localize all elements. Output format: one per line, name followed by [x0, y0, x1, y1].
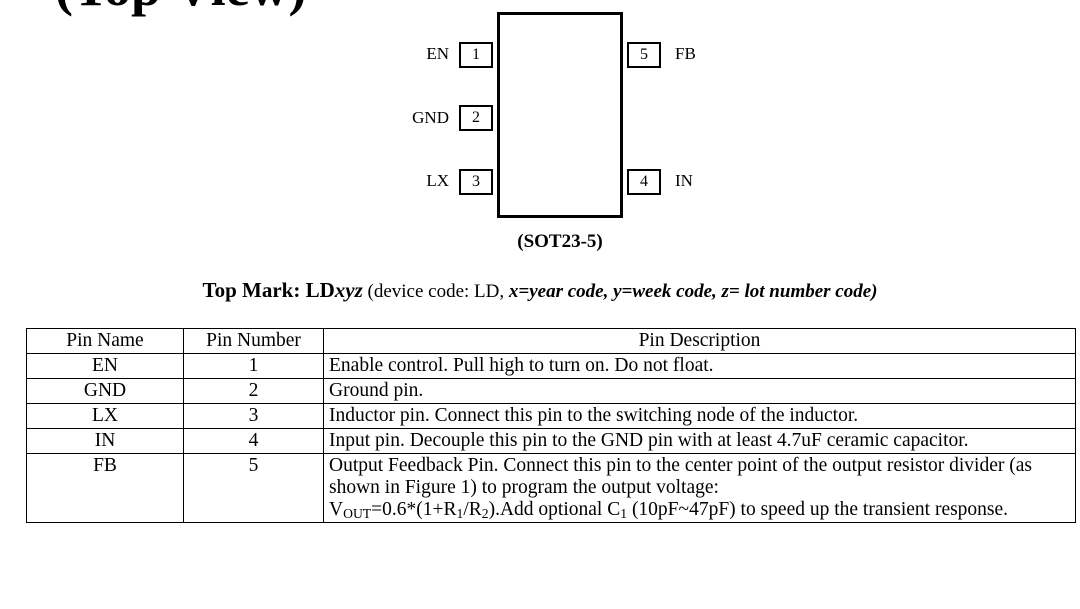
formula-slash: /R: [463, 499, 482, 520]
top-mark-y-desc: =week code,: [621, 281, 722, 302]
pin-name-cell: IN: [26, 428, 184, 454]
pin-description-cell: Output Feedback Pin. Connect this pin to…: [323, 453, 1076, 523]
formula-tail: ).Add optional C: [488, 499, 621, 520]
vout-formula: VOUT=0.6*(1+R1/R2).Add optional C1 (10pF…: [329, 499, 1008, 520]
pin-number-cell: 4: [183, 428, 324, 454]
formula-r1-sub: 1: [456, 506, 464, 521]
top-mark-z-desc: = lot number code): [728, 281, 878, 302]
formula-v: V: [329, 499, 344, 520]
top-mark-x-desc: =year code,: [518, 281, 614, 302]
formula-c-sub: 1: [620, 506, 628, 521]
top-mark-z: z: [721, 281, 729, 302]
table-row: IN 4 Input pin. Decouple this pin to the…: [26, 428, 1076, 454]
pin-label-lx: LX: [426, 171, 449, 190]
pin-name-cell: FB: [26, 453, 184, 523]
top-mark-label: Top Mark: LD: [202, 278, 335, 302]
formula-v-sub: OUT: [343, 506, 372, 521]
top-mark-y: y: [613, 281, 622, 302]
pin-label-in: IN: [675, 171, 693, 190]
top-mark-desc-start: (device code: LD,: [362, 281, 509, 302]
pin-box-3: 3: [459, 169, 493, 195]
formula-eq: =0.6*(1+R: [371, 499, 457, 520]
pin-description-cell: Input pin. Decouple this pin to the GND …: [323, 428, 1076, 454]
table-row: EN 1 Enable control. Pull high to turn o…: [26, 353, 1076, 379]
pin-name-cell: LX: [26, 403, 184, 429]
pin-label-en: EN: [426, 44, 449, 63]
pin-description-cell: Inductor pin. Connect this pin to the sw…: [323, 403, 1076, 429]
package-label: (SOT23-5): [517, 231, 603, 252]
table-row: FB 5 Output Feedback Pin. Connect this p…: [26, 453, 1076, 523]
pin-description-cell: Enable control. Pull high to turn on. Do…: [323, 353, 1076, 379]
pin-number-cell: 5: [183, 453, 324, 523]
table-row: LX 3 Inductor pin. Connect this pin to t…: [26, 403, 1076, 429]
pin-description-table: Pin Name Pin Number Pin Description EN 1…: [26, 328, 1076, 523]
pin-number-cell: 2: [183, 378, 324, 404]
pin-box-5: 5: [627, 42, 661, 68]
header-pin-number: Pin Number: [183, 328, 324, 354]
table-header-row: Pin Name Pin Number Pin Description: [26, 328, 1076, 354]
pin-number-cell: 1: [183, 353, 324, 379]
pin-number-cell: 3: [183, 403, 324, 429]
pin-box-4: 4: [627, 169, 661, 195]
pin-box-2: 2: [459, 105, 493, 131]
top-mark-code: xyz: [334, 278, 363, 302]
pin-name-cell: EN: [26, 353, 184, 379]
top-mark-x: x: [508, 281, 519, 302]
table-row: GND 2 Ground pin.: [26, 378, 1076, 404]
fb-description-lead: Output Feedback Pin. Connect this pin to…: [329, 455, 1032, 498]
formula-end: (10pF~47pF) to speed up the transient re…: [627, 499, 1009, 520]
top-mark-line: Top Mark: LDxyz (device code: LD, x=year…: [0, 278, 1080, 304]
section-heading-fragment: (Top View): [55, 0, 307, 14]
pin-name-cell: GND: [26, 378, 184, 404]
pin-description-cell: Ground pin.: [323, 378, 1076, 404]
pin-box-1: 1: [459, 42, 493, 68]
pin-label-gnd: GND: [412, 108, 449, 127]
pin-label-fb: FB: [675, 44, 696, 63]
formula-r2-sub: 2: [481, 506, 489, 521]
header-pin-description: Pin Description: [323, 328, 1076, 354]
chip-body: [497, 12, 623, 218]
header-pin-name: Pin Name: [26, 328, 184, 354]
